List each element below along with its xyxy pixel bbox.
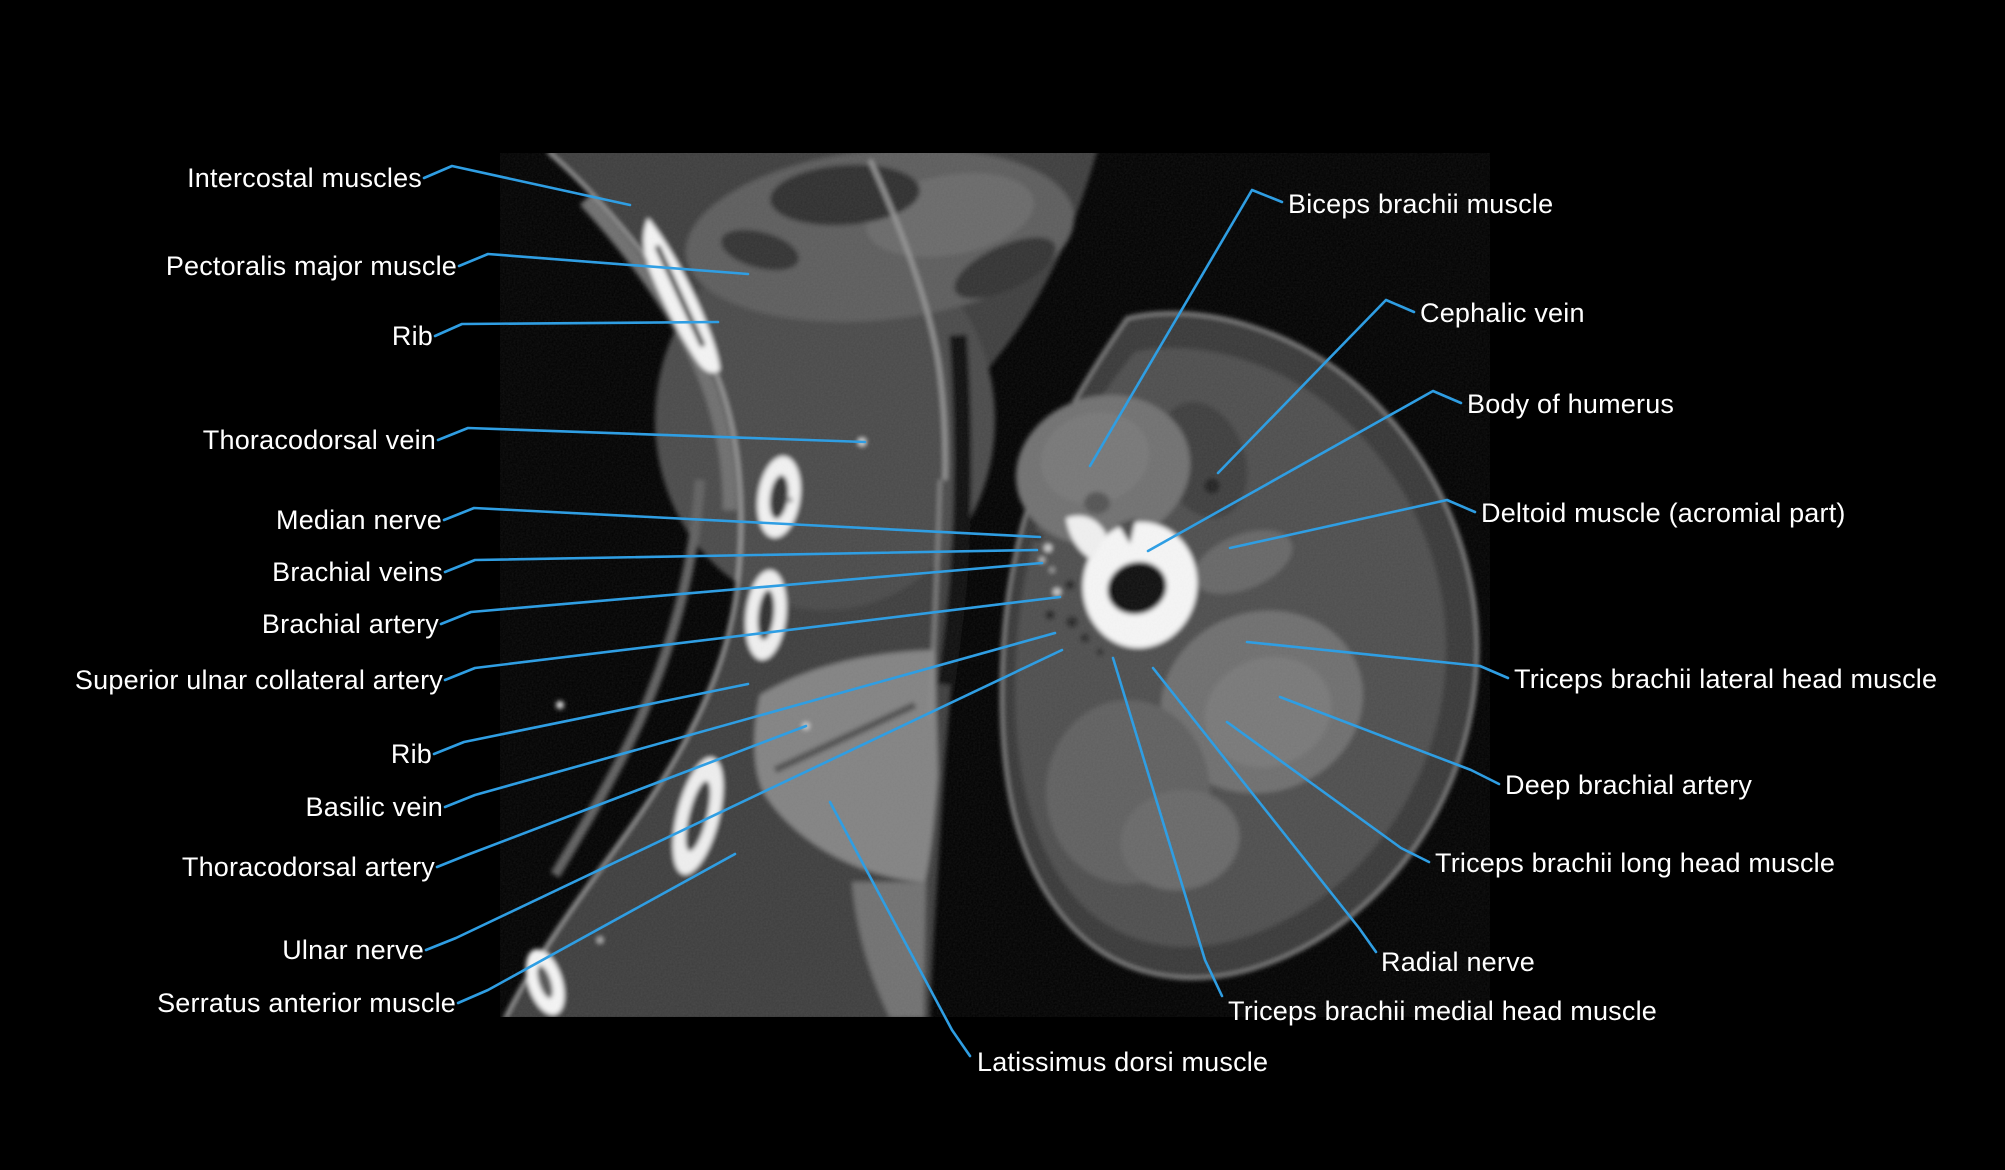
label-serratus-anterior-muscle: Serratus anterior muscle (157, 988, 456, 1019)
label-body-of-humerus: Body of humerus (1467, 389, 1675, 420)
leader-deep-brachial-artery (1278, 695, 1501, 786)
leader-biceps-brachii-muscle (1088, 188, 1284, 468)
label-superior-ulnar-collateral-artery: Superior ulnar collateral artery (74, 665, 443, 696)
label-basilic-vein: Basilic vein (305, 792, 443, 823)
label-ulnar-nerve: Ulnar nerve (282, 935, 424, 966)
label-biceps-brachii-muscle: Biceps brachii muscle (1288, 189, 1554, 220)
label-cephalic-vein: Cephalic vein (1420, 298, 1585, 329)
leader-radial-nerve (1151, 666, 1378, 954)
leader-triceps-lateral-head (1245, 640, 1510, 680)
label-intercostal-muscles: Intercostal muscles (187, 163, 422, 194)
label-triceps-brachii-long-head-muscle: Triceps brachii long head muscle (1435, 848, 1836, 879)
leader-body-of-humerus (1146, 389, 1463, 553)
label-brachial-artery: Brachial artery (261, 609, 439, 640)
ct-noise-overlay (500, 153, 1490, 1017)
leader-triceps-long-head (1225, 720, 1431, 864)
leader-rib-2 (432, 682, 750, 756)
label-rib-1: Rib (391, 321, 433, 352)
leader-cephalic-vein (1216, 298, 1416, 475)
leader-basilic-vein (443, 631, 1057, 809)
label-triceps-brachii-lateral-head-muscle: Triceps brachii lateral head muscle (1514, 664, 1938, 695)
leader-rib-1 (433, 320, 720, 338)
leader-brachial-veins (443, 548, 1039, 574)
leader-intercostal-muscles (422, 164, 632, 207)
leader-brachial-artery (439, 561, 1044, 626)
leader-deltoid-muscle (1228, 498, 1477, 550)
leader-pectoralis-major-muscle (457, 252, 750, 276)
label-rib-2: Rib (390, 739, 432, 770)
label-thoracodorsal-artery: Thoracodorsal artery (181, 852, 435, 883)
leader-serratus-anterior-muscle (456, 852, 737, 1005)
leader-thoracodorsal-artery (435, 724, 808, 869)
label-median-nerve: Median nerve (276, 505, 442, 536)
leader-thoracodorsal-vein (436, 426, 867, 444)
label-pectoralis-major-muscle: Pectoralis major muscle (165, 251, 457, 282)
leader-triceps-medial-head (1111, 656, 1224, 998)
label-deep-brachial-artery: Deep brachial artery (1505, 770, 1753, 801)
label-thoracodorsal-vein: Thoracodorsal vein (202, 425, 436, 456)
label-latissimus-dorsi-muscle: Latissimus dorsi muscle (977, 1047, 1269, 1078)
leader-ulnar-nerve (424, 648, 1064, 952)
leader-superior-ulnar-collateral-artery (443, 595, 1062, 682)
label-deltoid-muscle-acromial-part: Deltoid muscle (acromial part) (1481, 498, 1846, 529)
leader-latissimus-dorsi-muscle (828, 800, 972, 1058)
leader-median-nerve (442, 506, 1042, 539)
label-brachial-veins: Brachial veins (272, 557, 443, 588)
label-triceps-brachii-medial-head-muscle: Triceps brachii medial head muscle (1228, 996, 1657, 1027)
label-radial-nerve: Radial nerve (1381, 947, 1535, 978)
